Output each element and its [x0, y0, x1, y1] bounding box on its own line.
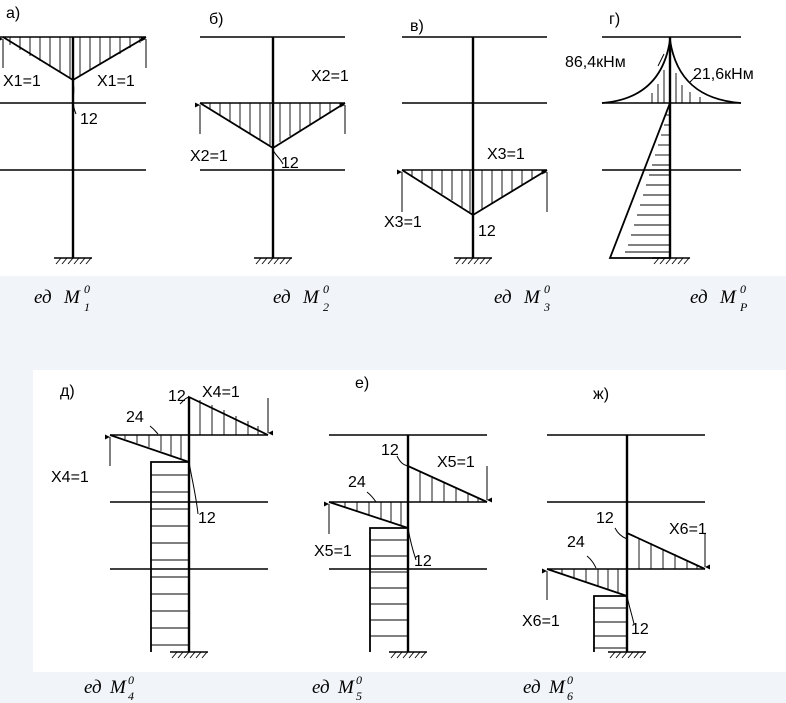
panel-letter: д)	[60, 383, 75, 400]
caption-a: ед M 0 1	[34, 282, 90, 314]
moment-epure	[2, 36, 147, 82]
caption-g: ед M 0 P	[690, 282, 748, 314]
caption-prefix: ед	[312, 677, 330, 698]
panel-letter: а)	[6, 5, 20, 22]
caption-superscript: 0	[567, 673, 573, 687]
caption-e: ед M 0 5	[312, 673, 362, 703]
load-label-top: X6=1	[669, 521, 707, 538]
panel-letter: ж)	[593, 386, 609, 403]
moment-value-12-top: 12	[168, 388, 186, 405]
caption-symbol: M	[548, 677, 566, 698]
moment-value-24: 24	[126, 409, 144, 426]
panel-v: в) X3=1 X3=1 12	[384, 18, 548, 265]
moment-epure	[199, 102, 346, 150]
caption-prefix: ед	[494, 287, 512, 308]
moment-value-left: 86,4кНм	[565, 54, 626, 71]
ground-support	[454, 257, 492, 265]
moment-value: 12	[281, 155, 299, 172]
panel-g: г) 86,4кНм 21,6кНм	[565, 11, 754, 265]
load-label-right: X1=1	[97, 73, 135, 90]
caption-symbol: M	[302, 287, 320, 308]
load-label-left: X4=1	[51, 469, 89, 486]
caption-prefix: ед	[690, 287, 708, 308]
load-label-left: X6=1	[522, 613, 560, 630]
moment-epure-cantilevers	[601, 39, 742, 104]
moment-value: 12	[478, 223, 496, 240]
load-label-left: X5=1	[314, 543, 352, 560]
caption-prefix: ед	[523, 677, 541, 698]
moment-epure-column	[608, 102, 671, 259]
caption-prefix: ед	[273, 287, 291, 308]
panel-zh: ж) X6=1 X6=1 24 12 12	[522, 386, 710, 659]
caption-subscript: 3	[543, 300, 550, 314]
caption-d: ед M 0 4	[84, 673, 134, 703]
panel-a: а) X1=1 X1=1 12	[0, 5, 147, 265]
bottom-row-background	[33, 370, 786, 672]
ground-support	[254, 257, 292, 265]
panel-letter: е)	[355, 375, 369, 392]
caption-superscript: 0	[84, 282, 90, 296]
caption-symbol: M	[337, 677, 355, 698]
moment-value-12-top: 12	[596, 510, 614, 527]
ground-support	[170, 651, 208, 659]
caption-prefix: ед	[84, 677, 102, 698]
load-label-left: X2=1	[190, 148, 228, 165]
load-label-top: X2=1	[311, 68, 349, 85]
panel-letter: в)	[410, 18, 424, 35]
caption-symbol: M	[109, 677, 127, 698]
caption-zh: ед M 0 6	[523, 673, 573, 703]
caption-subscript: 1	[84, 300, 90, 314]
moment-value-24: 24	[348, 474, 366, 491]
moment-value-12-bottom: 12	[631, 621, 649, 638]
panel-b: б) X2=1 X2=1 12	[190, 11, 349, 265]
moment-value: 12	[80, 111, 98, 128]
load-label-top: X4=1	[202, 384, 240, 401]
caption-superscript: 0	[544, 282, 550, 296]
caption-v: ед M 0 3	[494, 282, 550, 314]
moment-value-24: 24	[567, 534, 585, 551]
caption-superscript: 0	[323, 282, 329, 296]
load-label-left: X1=1	[3, 73, 41, 90]
moment-value-12-bottom: 12	[414, 553, 432, 570]
moment-value-12-top: 12	[381, 442, 399, 459]
ground-support	[54, 257, 92, 265]
load-label-top: X3=1	[487, 146, 525, 163]
caption-symbol: M	[719, 287, 737, 308]
caption-superscript: 0	[128, 673, 134, 687]
panel-d: д) X4=1 X4=1 24 12 12	[51, 383, 273, 659]
caption-subscript: 4	[128, 689, 134, 703]
caption-symbol: M	[523, 287, 541, 308]
caption-subscript: 2	[323, 300, 329, 314]
caption-superscript: 0	[740, 282, 746, 296]
caption-symbol: M	[63, 287, 81, 308]
caption-prefix: ед	[34, 287, 52, 308]
ground-support	[608, 651, 646, 659]
moment-epure	[401, 169, 548, 217]
moment-epure-column	[150, 461, 189, 652]
ground-support	[389, 651, 427, 659]
moment-epure-column	[593, 595, 627, 652]
caption-subscript: 6	[567, 689, 573, 703]
moment-epure-right-cantilever	[626, 531, 706, 570]
load-label-left: X3=1	[384, 214, 422, 231]
panel-letter: г)	[609, 11, 620, 28]
moment-value-right: 21,6кНм	[693, 66, 754, 83]
panel-letter: б)	[209, 11, 224, 28]
moment-epure-column	[369, 527, 408, 652]
load-label-top: X5=1	[437, 454, 475, 471]
caption-b: ед M 0 2	[273, 282, 329, 314]
caption-subscript: 5	[356, 689, 362, 703]
caption-superscript: 0	[356, 673, 362, 687]
caption-subscript: P	[739, 300, 748, 314]
panel-e: е) X5=1 X5=1 24 12 12	[314, 375, 492, 659]
moment-value-12-bottom: 12	[198, 510, 216, 527]
